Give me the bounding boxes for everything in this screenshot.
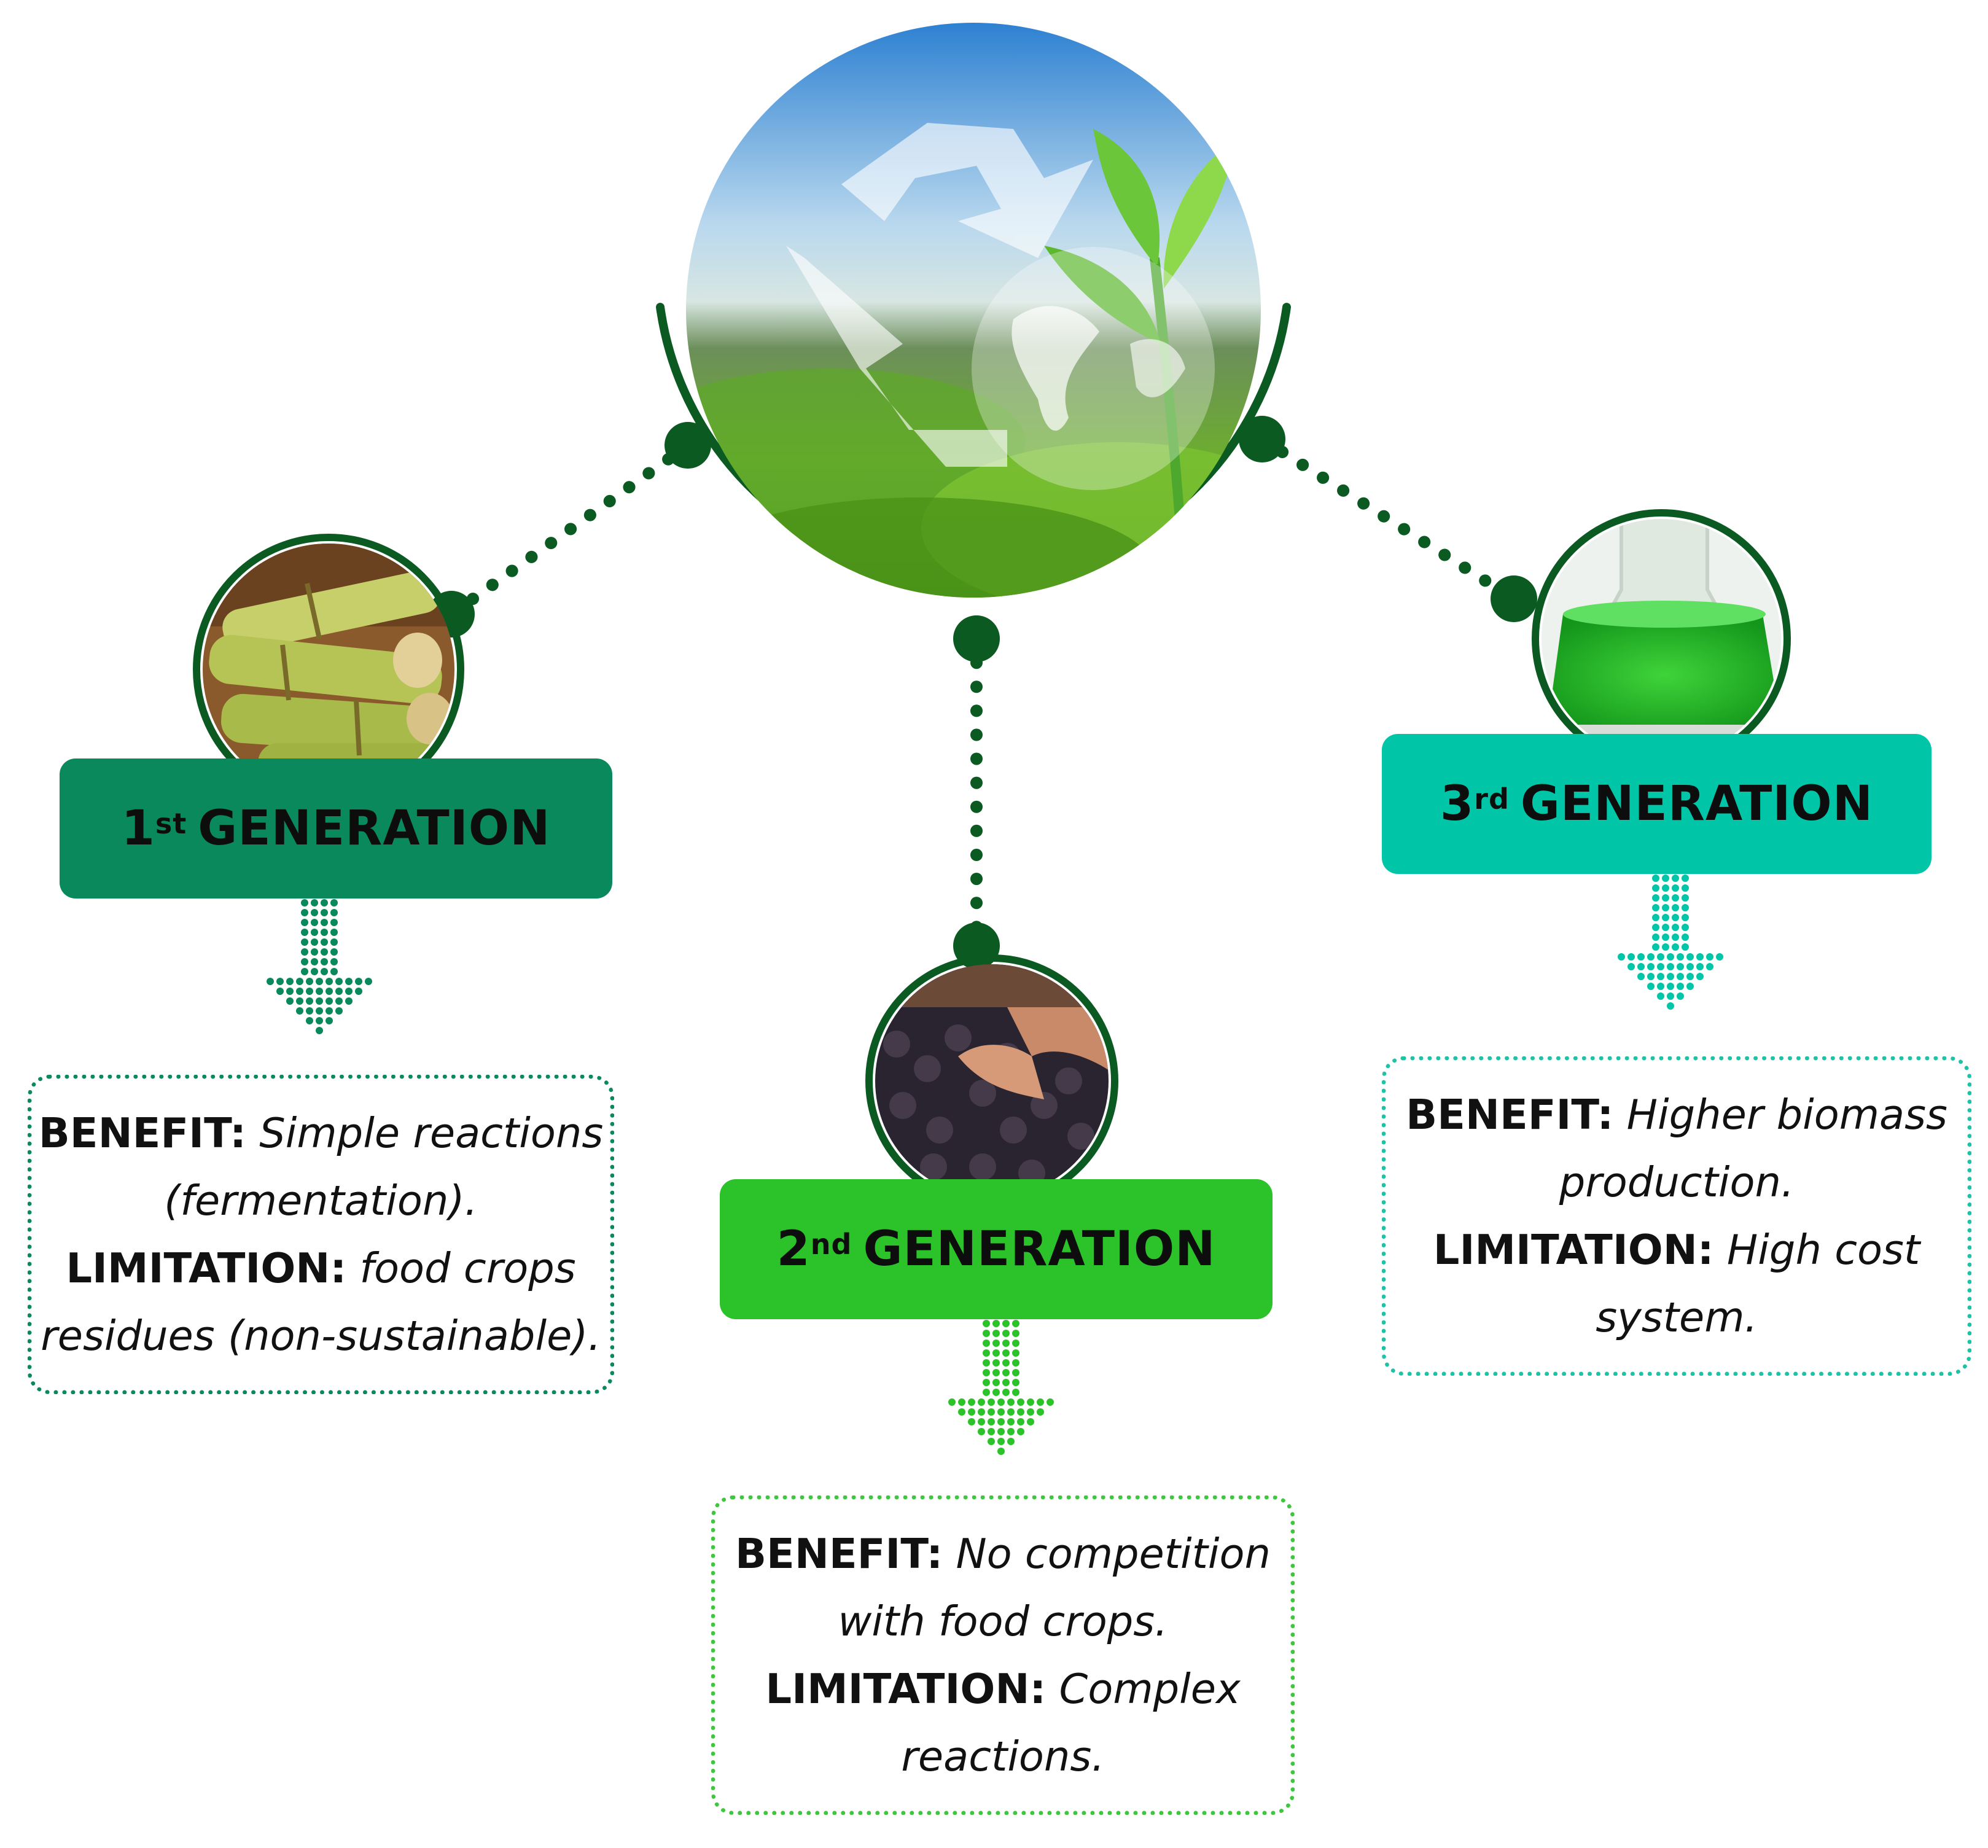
gen1-benefit-label: BENEFIT: (38, 1109, 246, 1157)
gen3-limitation-label: LIMITATION: (1433, 1226, 1714, 1274)
gen3-benefit-label: BENEFIT: (1406, 1091, 1614, 1139)
gen2-ordinal-suffix: nd (810, 1228, 852, 1261)
gen2-benefit-label: BENEFIT: (735, 1530, 943, 1578)
gen3-ordinal: 3 (1440, 776, 1475, 832)
gen1-title: GENERATION (198, 801, 551, 856)
gen3-ordinal-suffix: rd (1474, 782, 1510, 816)
gen3-info-box: BENEFIT: Higher biomass production. LIMI… (1382, 1056, 1971, 1376)
junction-dot (1491, 575, 1537, 622)
gen2-info-box: BENEFIT: No competition with food crops.… (711, 1495, 1295, 1815)
gen1-info-box: BENEFIT: Simple reactions (fermentation)… (28, 1075, 614, 1394)
sugarcane-image (203, 544, 454, 795)
gen2-limitation-text: Complex reactions. (901, 1665, 1241, 1780)
gen1-limitation-label: LIMITATION: (66, 1244, 347, 1292)
gen2-down-arrow (948, 1320, 1054, 1455)
gen1-ordinal-suffix: st (155, 807, 187, 840)
gen2-limitation-label: LIMITATION: (765, 1665, 1047, 1713)
junction-dot (1239, 416, 1285, 462)
gen3-title: GENERATION (1520, 776, 1873, 832)
gen2-benefit-text: No competition with food crops. (838, 1530, 1271, 1645)
gen2-title: GENERATION (863, 1222, 1216, 1277)
connector-gen1 (445, 439, 694, 620)
junction-dot (665, 422, 711, 469)
gen1-down-arrow (267, 899, 372, 1034)
gen3-down-arrow (1618, 875, 1723, 1010)
center-image (686, 23, 1261, 598)
gen1-limitation-text: food crops residues (non-sustainable). (41, 1244, 601, 1360)
connector-gen3 (1256, 433, 1520, 605)
gen1-benefit-text: Simple reactions (fermentation). (164, 1109, 604, 1225)
gen3-limitation-text: High cost system. (1596, 1226, 1920, 1341)
gen1-ordinal: 1 (121, 801, 155, 856)
junction-dot (953, 615, 1000, 662)
gen2-ordinal: 2 (776, 1222, 811, 1277)
gen3-benefit-text: Higher biomass production. (1559, 1091, 1947, 1206)
